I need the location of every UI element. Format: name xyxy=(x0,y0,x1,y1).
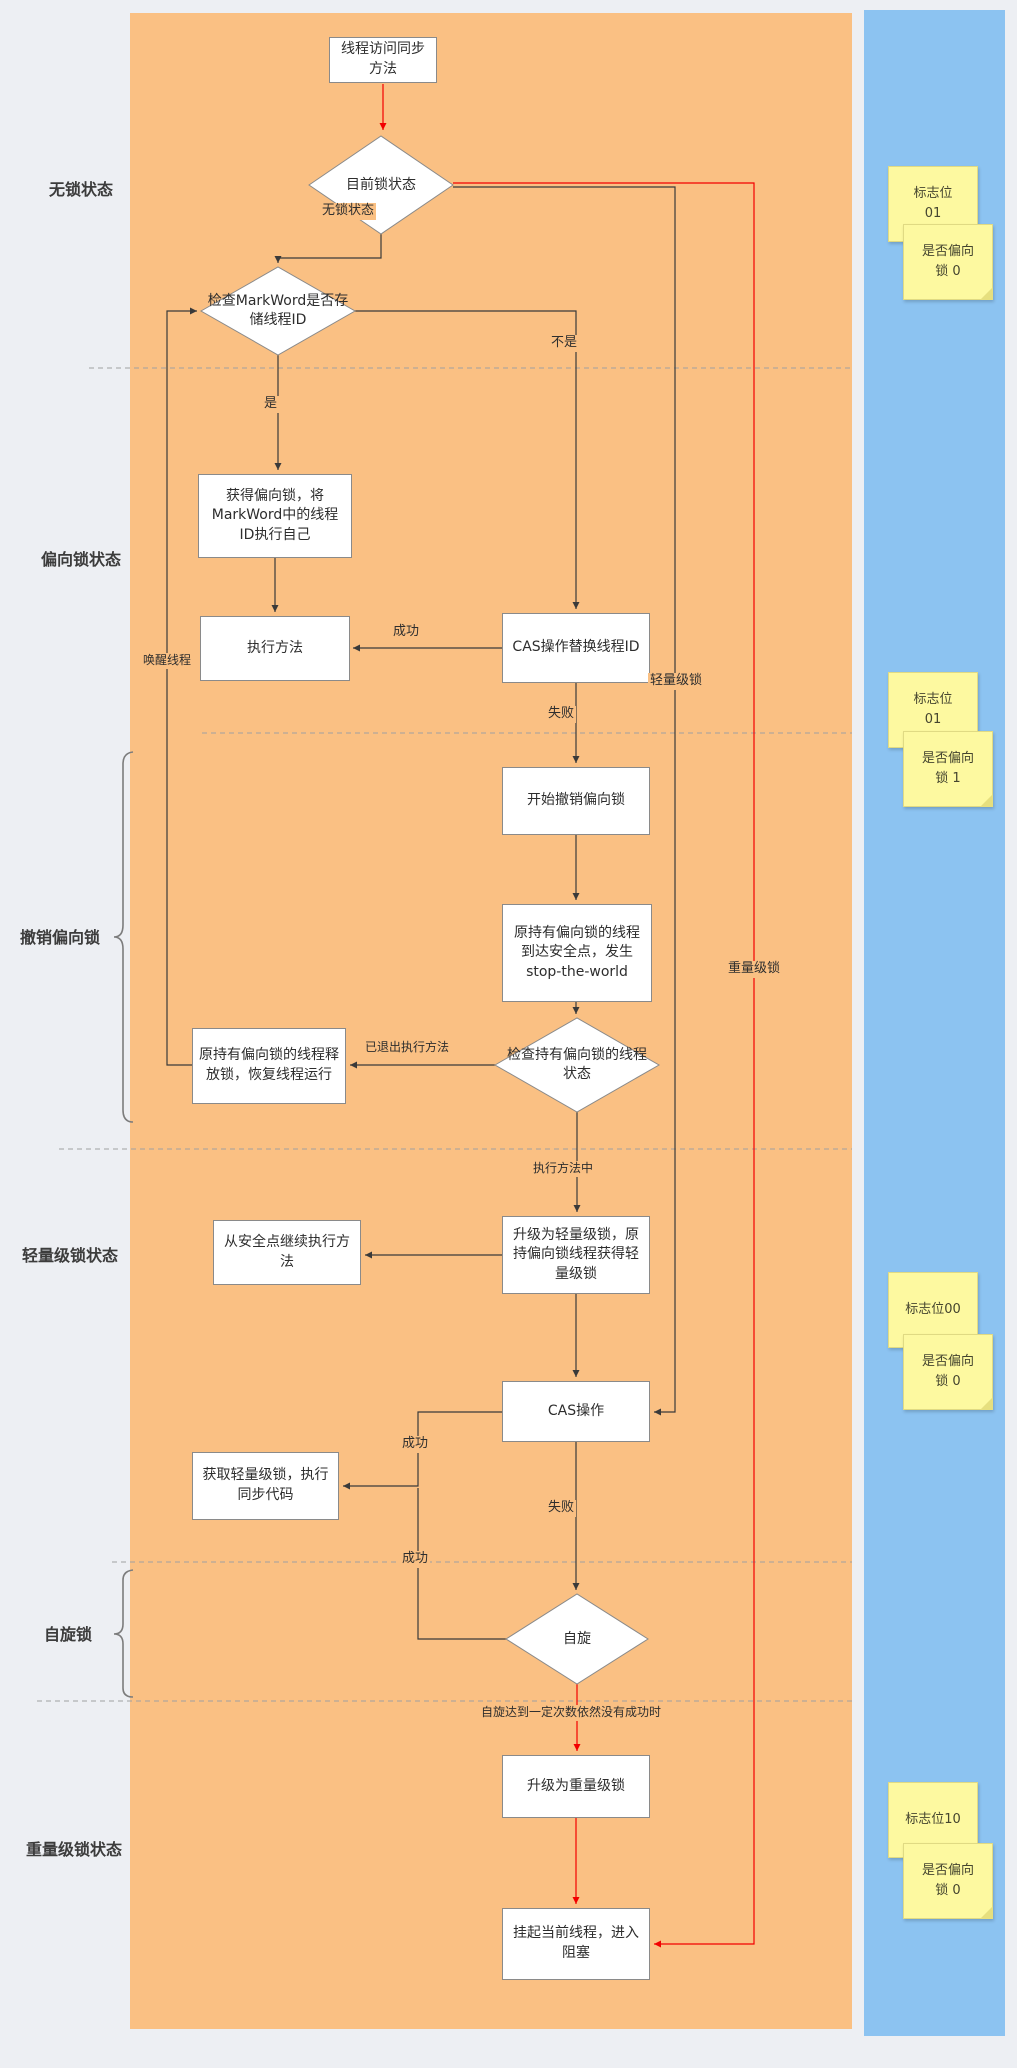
notes-panel-background xyxy=(864,10,1005,2036)
node-get-light: 获取轻量级锁，执行同步代码 xyxy=(192,1452,339,1520)
node-acquire-biased: 获得偏向锁，将MarkWord中的线程ID执行自己 xyxy=(198,474,352,558)
edge-wake-thread xyxy=(166,307,197,1066)
edge-label-heavyweight: 重量级锁 xyxy=(726,961,783,978)
edge-label-success-1: 成功 xyxy=(391,624,422,641)
node-cas-replace: CAS操作替换线程ID xyxy=(502,613,650,683)
group-braces xyxy=(113,751,134,1698)
edge-current-heavyweight xyxy=(453,182,755,1948)
node-start-revoke: 开始撤销偏向锁 xyxy=(502,767,650,835)
stage-label-biased: 偏向锁状态 xyxy=(40,550,121,569)
sticky-note-biased-3: 是否偏向 锁 0 xyxy=(903,1334,993,1410)
node-continue-safe: 从安全点继续执行方法 xyxy=(213,1220,361,1285)
edge-label-executing: 执行方法中 xyxy=(531,1161,596,1177)
stage-label-lightweight: 轻量级锁状态 xyxy=(22,1246,119,1265)
diamond-spin-label: 自旋 xyxy=(563,1630,591,1647)
node-safepoint: 原持有偏向锁的线程到达安全点，发生stop-the-world xyxy=(502,904,652,1002)
sticky-note-biased-1: 是否偏向 锁 0 xyxy=(903,224,993,300)
edge-label-success-3: 成功 xyxy=(400,1551,431,1568)
diamond-check-markword-label: 检查MarkWord是否存储线程ID xyxy=(207,293,349,328)
edge-current-to-markword xyxy=(274,234,382,263)
stage-label-no-lock: 无锁状态 xyxy=(48,180,113,199)
diamond-current-state-label: 目前锁状态 xyxy=(346,176,416,193)
diamond-spin-shape xyxy=(505,1593,649,1685)
node-upgrade-heavy: 升级为重量级锁 xyxy=(502,1755,650,1818)
node-suspend: 挂起当前线程，进入阻塞 xyxy=(502,1908,650,1980)
edge-label-fail-1: 失败 xyxy=(546,706,577,723)
edge-label-spin-fail-cond: 自旋达到一定次数依然没有成功时 xyxy=(479,1705,664,1721)
edge-label-success-2: 成功 xyxy=(400,1436,431,1453)
brace-spin xyxy=(113,1569,134,1698)
diamond-check-thread-label: 检查持有偏向锁的线程状态 xyxy=(507,1047,647,1082)
diamond-check-thread-shape xyxy=(493,1017,661,1113)
edge-label-no: 不是 xyxy=(549,335,580,352)
edge-label-wake-thread: 唤醒线程 xyxy=(141,653,194,669)
stage-label-spin: 自旋锁 xyxy=(43,1625,92,1644)
stage-label-heavyweight: 重量级锁状态 xyxy=(26,1840,123,1859)
node-execute: 执行方法 xyxy=(200,616,350,681)
stage-label-revoke: 撤销偏向锁 xyxy=(19,928,100,947)
edge-label-lightweight: 轻量级锁 xyxy=(648,673,705,690)
diamond-check-markword-shape xyxy=(199,266,357,356)
flow-panel-background xyxy=(130,13,852,2029)
node-start: 线程访问同步方法 xyxy=(329,37,437,83)
node-release: 原持有偏向锁的线程释放锁，恢复线程运行 xyxy=(192,1028,346,1104)
sticky-note-biased-4: 是否偏向 锁 0 xyxy=(903,1843,993,1919)
node-upgrade-light: 升级为轻量级锁，原持偏向锁线程获得轻量级锁 xyxy=(502,1216,650,1294)
sticky-note-biased-2: 是否偏向 锁 1 xyxy=(903,731,993,807)
edge-label-exited-method: 已退出执行方法 xyxy=(363,1040,452,1056)
edge-label-fail-2: 失败 xyxy=(546,1500,577,1517)
edge-label-yes: 是 xyxy=(262,396,280,413)
edge-label-no-lock: 无锁状态 xyxy=(320,203,377,220)
brace-revoke-biased xyxy=(113,751,134,1123)
node-cas-op: CAS操作 xyxy=(502,1381,650,1442)
edge-spin-success xyxy=(417,1488,506,1640)
edge-current-lightweight xyxy=(453,186,676,1416)
edge-markword-no xyxy=(355,310,580,609)
stage-separators xyxy=(37,367,852,1702)
